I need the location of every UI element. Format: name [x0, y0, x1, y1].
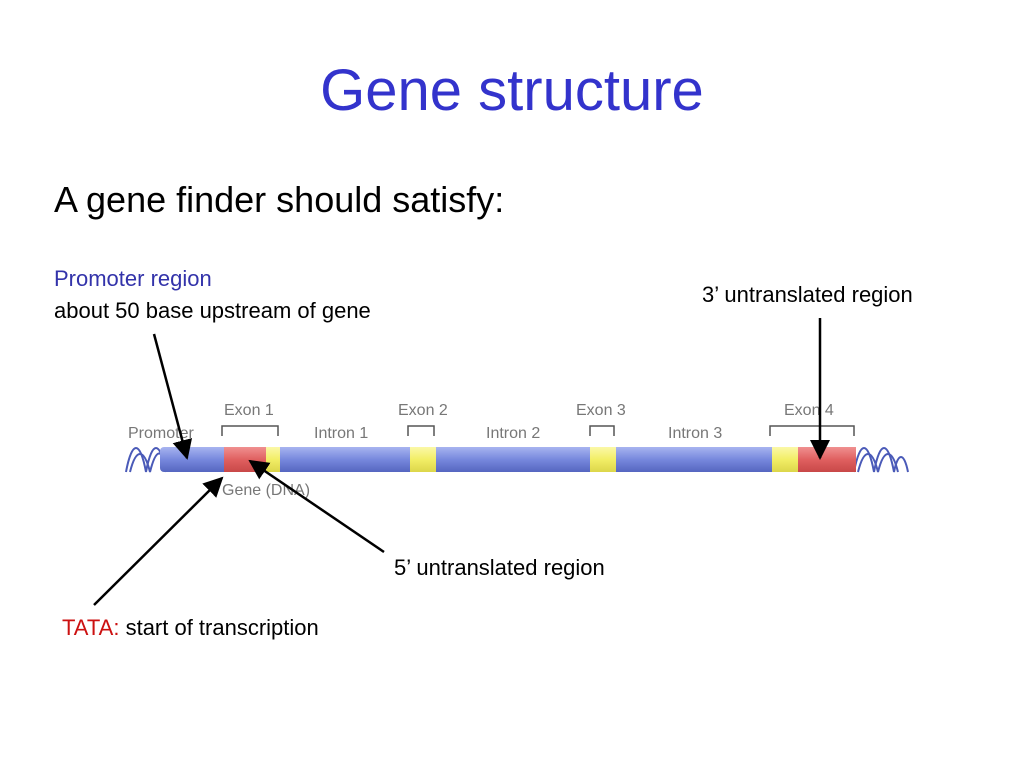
- tata-description: start of transcription: [125, 615, 319, 640]
- promoter-diagram-label: Promoter: [128, 425, 194, 442]
- exon3-segment: [590, 447, 616, 472]
- exon2-segment: [410, 447, 436, 472]
- exon3-label: Exon 3: [576, 402, 626, 419]
- utr5-label: 5’ untranslated region: [394, 555, 605, 580]
- intron2-label: Intron 2: [486, 425, 540, 442]
- tata-annotation: TATA: start of transcription: [62, 617, 319, 639]
- exon4-label: Exon 4: [784, 402, 834, 419]
- tata-key: TATA:: [62, 615, 120, 640]
- exon2-label: Exon 2: [398, 402, 448, 419]
- exon2-bracket: [407, 425, 435, 436]
- promoter-region-description: about 50 base upstream of gene: [54, 298, 371, 323]
- dna-helix-right-icon: [853, 447, 909, 473]
- intron1-label: Intron 1: [314, 425, 368, 442]
- slide-title: Gene structure: [320, 58, 704, 123]
- tata-arrow: [93, 476, 224, 606]
- exon1-utr-segment: [266, 447, 280, 472]
- utr3-label: 3’ untranslated region: [702, 282, 913, 307]
- exon1-bracket: [221, 425, 279, 436]
- exon4-utr-segment: [772, 447, 798, 472]
- intron3-label: Intron 3: [668, 425, 722, 442]
- gene-dna-label: Gene (DNA): [222, 482, 310, 499]
- promoter-region-label: Promoter region: [54, 266, 212, 291]
- slide-subtitle: A gene finder should satisfy:: [54, 179, 505, 220]
- utr5-arrow: [248, 459, 385, 554]
- exon1-label: Exon 1: [224, 402, 274, 419]
- promoter-arrow: [152, 333, 193, 460]
- exon4-coding-segment: [798, 447, 856, 472]
- exon4-bracket: [769, 425, 855, 436]
- exon3-bracket: [589, 425, 615, 436]
- exon-brackets: [221, 425, 855, 436]
- dna-strand: [160, 447, 856, 472]
